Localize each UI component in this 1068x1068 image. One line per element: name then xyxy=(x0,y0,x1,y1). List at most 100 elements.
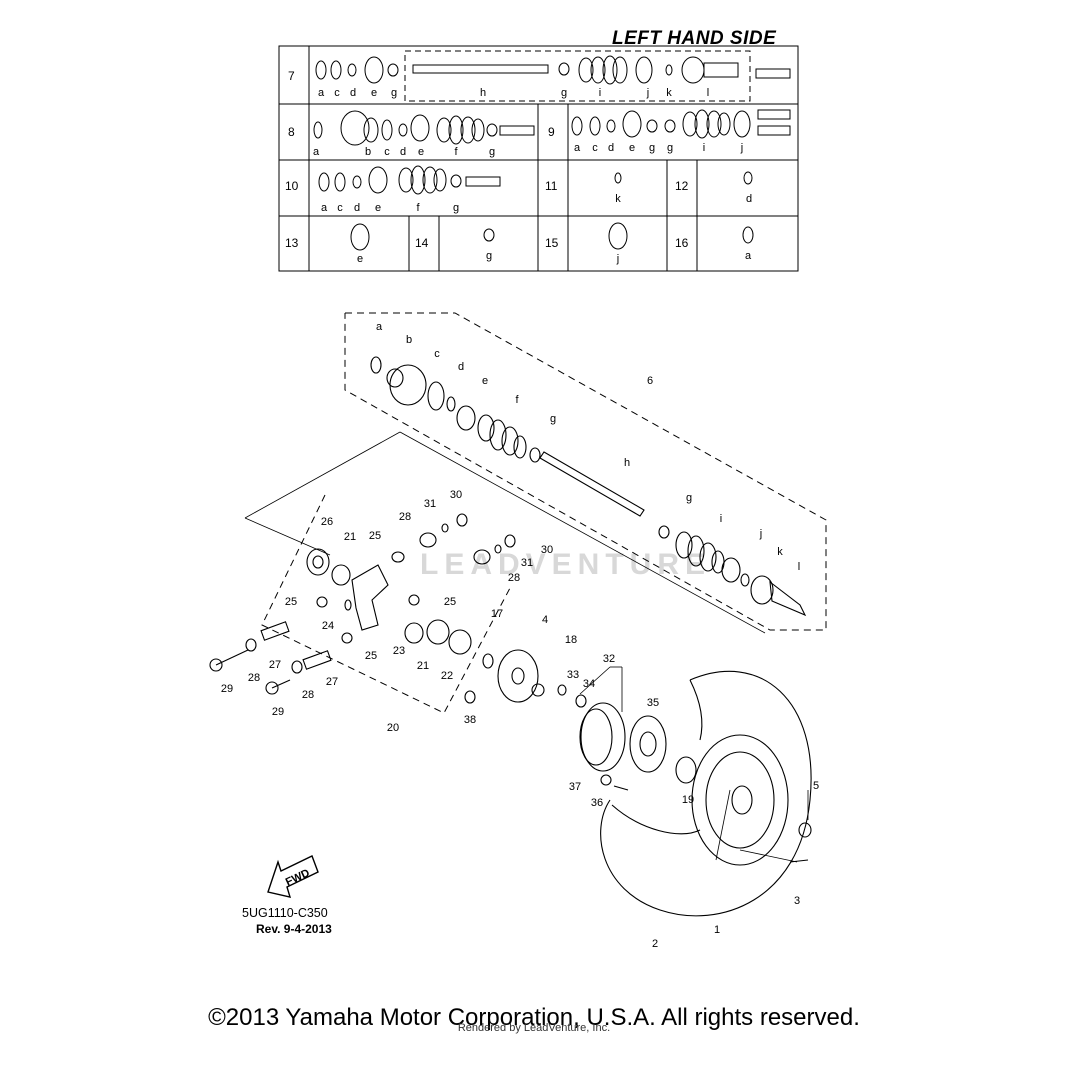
kit-7-number: 7 xyxy=(288,69,295,83)
kit-14-number: 14 xyxy=(415,236,429,250)
part-number-36: 36 xyxy=(591,797,603,809)
kit-table xyxy=(278,45,799,272)
part-number-19: 19 xyxy=(682,794,694,806)
kit-9-letter-d: d xyxy=(608,142,614,154)
kit-9-number: 9 xyxy=(548,125,555,139)
kit-7-letter-g: g xyxy=(561,87,567,99)
part-number-25: 25 xyxy=(365,650,377,662)
shaft-letter-f: f xyxy=(515,394,519,406)
part-number-30: 30 xyxy=(450,489,462,501)
part-number-20: 20 xyxy=(387,722,399,734)
kit-8-letter-g: g xyxy=(489,146,495,158)
part-number-5: 5 xyxy=(813,780,819,792)
kit-9-letter-e: e xyxy=(629,142,635,154)
part-number-26: 26 xyxy=(321,516,333,528)
kit-15-number: 15 xyxy=(545,236,559,250)
kit-7-letter-d: d xyxy=(350,87,356,99)
table-row-numbers: 7 8 9 10 11 12 13 14 15 16 xyxy=(285,69,689,250)
kit-9-letter-j: j xyxy=(740,142,743,154)
part-number-25: 25 xyxy=(285,596,297,608)
shaft-letter-e: e xyxy=(482,375,488,387)
kit-8-number: 8 xyxy=(288,125,295,139)
part-number-17: 17 xyxy=(491,608,503,620)
wheel-sketch xyxy=(464,649,812,917)
kit-11-letter-k: k xyxy=(615,193,621,205)
kit-9-letter-g: g xyxy=(667,142,673,154)
copyright-notice: ©2013 Yamaha Motor Corporation, U.S.A. A… xyxy=(208,1004,860,1031)
part-number-4: 4 xyxy=(542,614,548,626)
fwd-arrow: FWD xyxy=(267,855,319,898)
part-number-29: 29 xyxy=(272,706,284,718)
part-number-18: 18 xyxy=(565,634,577,646)
page-title: LEFT HAND SIDE xyxy=(612,28,777,49)
part-number-28: 28 xyxy=(248,672,260,684)
kit-8-letter-e: e xyxy=(418,146,424,158)
kit-9-letter-g: g xyxy=(649,142,655,154)
part-number-31: 31 xyxy=(424,498,436,510)
shaft-letter-l: l xyxy=(798,561,800,573)
part-number-21: 21 xyxy=(344,531,356,543)
kit-12-letter-d: d xyxy=(746,193,752,205)
part-number-25: 25 xyxy=(369,530,381,542)
kit-7-letter-l: l xyxy=(707,87,709,99)
part-number-38: 38 xyxy=(464,714,476,726)
shaft-letter-h: h xyxy=(624,457,630,469)
kit-10-letter-a: a xyxy=(321,202,328,214)
part-number-1: 1 xyxy=(714,924,720,936)
leader-lines xyxy=(244,431,809,863)
shaft-letter-j: j xyxy=(759,528,762,540)
kit-7-letter-e: e xyxy=(371,87,377,99)
part-number-22: 22 xyxy=(441,670,453,682)
kit-8-letter-f: f xyxy=(454,146,458,158)
part-number-34: 34 xyxy=(583,678,595,690)
kit-7-letter-a: a xyxy=(318,87,325,99)
kit-7-letter-c: c xyxy=(334,87,340,99)
part-number-30: 30 xyxy=(541,544,553,556)
kit-8-letter-a: a xyxy=(313,146,320,158)
shaft-letter-i: i xyxy=(720,513,722,525)
kit-14-letter-g: g xyxy=(486,250,492,262)
kit-7-letter-k: k xyxy=(666,87,672,99)
part-number-25: 25 xyxy=(444,596,456,608)
shaft-letter-g: g xyxy=(550,413,556,425)
rendered-by: Rendered by LeadVenture, Inc. xyxy=(457,1022,611,1034)
kit-11-number: 11 xyxy=(545,179,558,193)
kit-8-letter-d: d xyxy=(400,146,406,158)
kit-7-letter-j: j xyxy=(646,87,649,99)
part-number-28: 28 xyxy=(399,511,411,523)
part-number-6: 6 xyxy=(647,375,653,387)
kit-10-letter-f: f xyxy=(416,202,420,214)
kit-7-letter-h: h xyxy=(480,87,486,99)
shaft-letter-b: b xyxy=(406,334,412,346)
diagram-code: 5UG1110-C350 xyxy=(242,906,328,920)
part-number-28: 28 xyxy=(508,572,520,584)
kit-10-letter-e: e xyxy=(375,202,381,214)
part-number-2: 2 xyxy=(652,938,658,950)
kit-7-letter-g: g xyxy=(391,87,397,99)
part-number-29: 29 xyxy=(221,683,233,695)
kit-7-letter-i: i xyxy=(599,87,601,99)
kit-9-letter-c: c xyxy=(592,142,598,154)
part-number-21: 21 xyxy=(417,660,429,672)
drive-shaft-sketch xyxy=(370,356,807,617)
part-number-35: 35 xyxy=(647,697,659,709)
revision-date: Rev. 9-4-2013 xyxy=(256,922,332,936)
kit-15-letter-j: j xyxy=(616,253,619,265)
kit-10-letter-d: d xyxy=(354,202,360,214)
shaft-letter-c: c xyxy=(434,348,440,360)
kit-8-letter-c: c xyxy=(384,146,390,158)
kit-8-letter-b: b xyxy=(365,146,371,158)
part-number-3: 3 xyxy=(794,895,800,907)
kit-10-letter-c: c xyxy=(337,202,343,214)
kit-16-letter-a: a xyxy=(745,250,752,262)
watermark: LEADVENTURE xyxy=(420,548,712,581)
kit-10-number: 10 xyxy=(285,179,299,193)
shaft-letter-d: d xyxy=(458,361,464,373)
kit-16-number: 16 xyxy=(675,236,689,250)
kit-9-letter-a: a xyxy=(574,142,581,154)
part-number-37: 37 xyxy=(569,781,581,793)
dashed-outlines xyxy=(261,312,827,714)
part-number-24: 24 xyxy=(322,620,334,632)
